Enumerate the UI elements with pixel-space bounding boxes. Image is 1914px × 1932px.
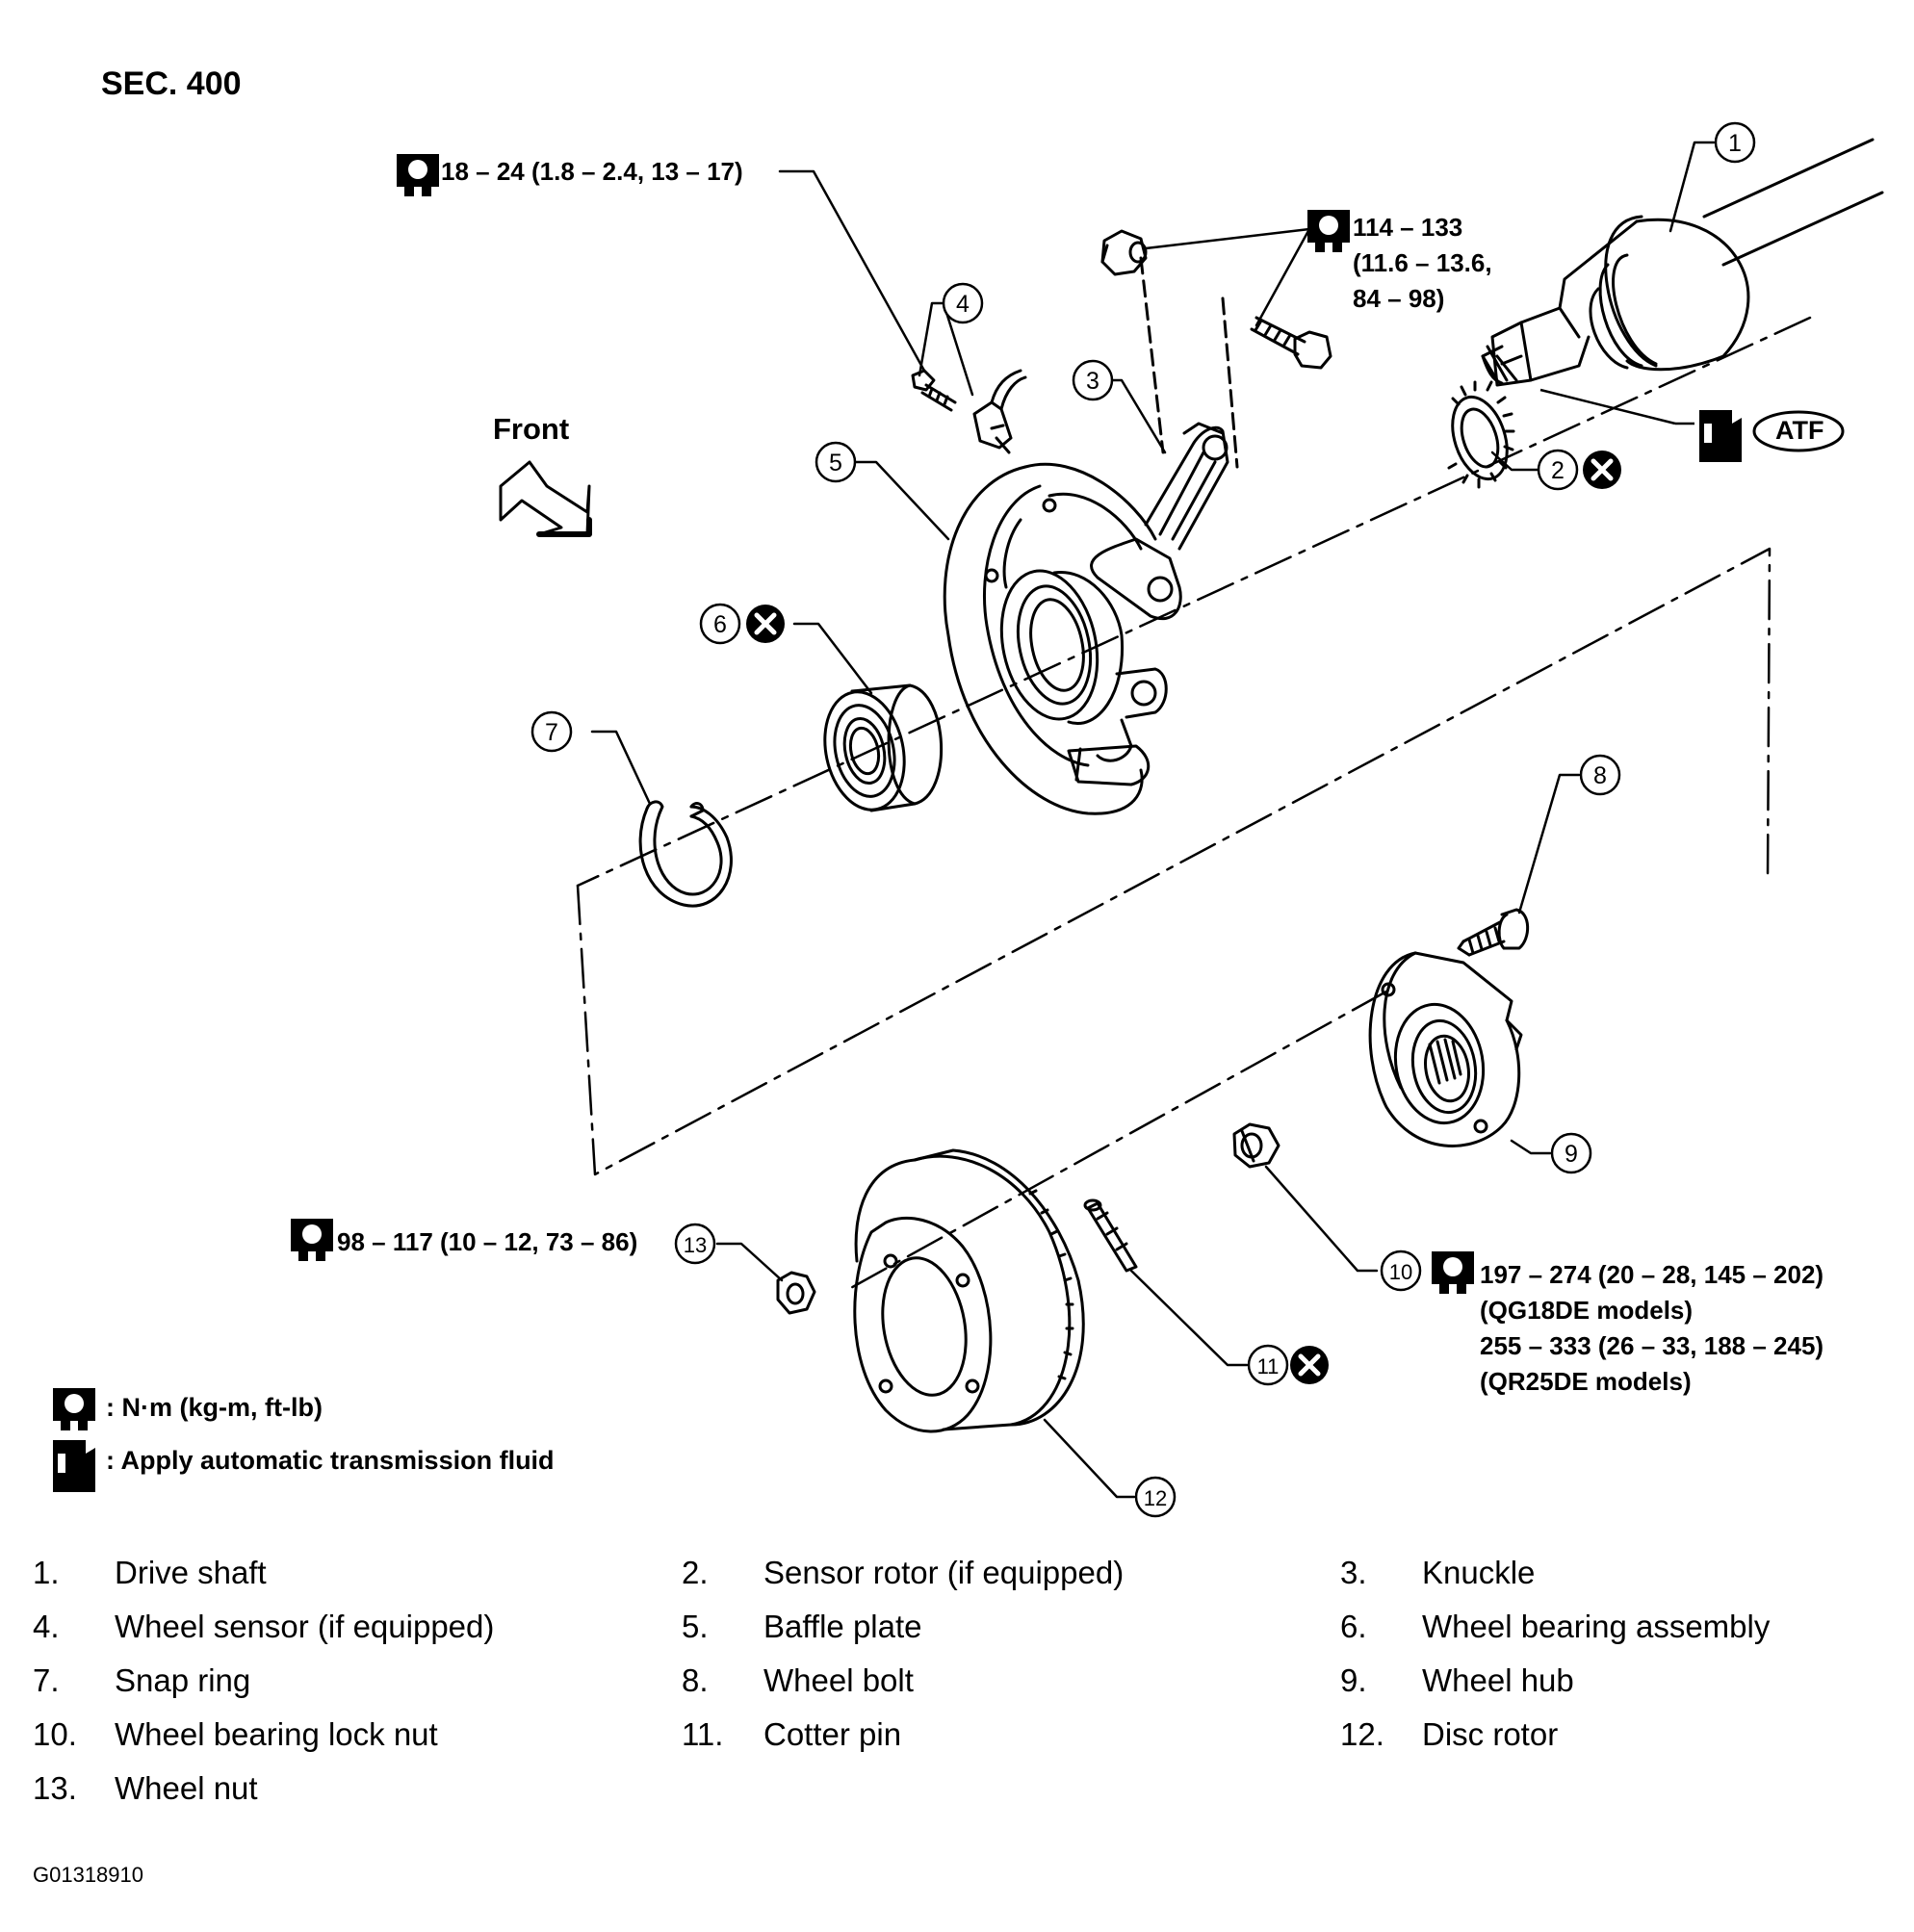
knuckle-hub-bore: [999, 569, 1125, 725]
callout-circles: [530, 121, 1756, 1518]
drive-shaft: [1481, 138, 1884, 387]
leader-lines: [590, 141, 1716, 1499]
callout-7: 7: [545, 719, 558, 746]
knuckle-nut: [1100, 229, 1148, 276]
legend-fluid: : Apply automatic transmission fluid: [106, 1446, 555, 1475]
atf-badge: [1752, 410, 1845, 452]
callout-13: 13: [684, 1233, 707, 1257]
callout-9: 9: [1565, 1141, 1578, 1168]
assembly-frame: [576, 547, 1772, 1176]
callout-5: 5: [829, 450, 842, 477]
torque-lock-nut-line-1: 197 – 274 (20 – 28, 145 – 202): [1480, 1260, 1824, 1289]
fluid-can-icon: [53, 410, 1742, 1492]
callout-4: 4: [956, 291, 970, 318]
atf-label: ATF: [1775, 416, 1824, 445]
wheel-bearing-assembly: [823, 683, 943, 812]
wheel-sensor: [972, 369, 1027, 454]
front-label: Front: [493, 412, 570, 446]
callout-11: 11: [1257, 1354, 1280, 1378]
torque-knuckle-line-1: 114 – 133: [1353, 213, 1463, 242]
axis-line-lower: [845, 990, 1388, 1292]
callout-3: 3: [1086, 368, 1099, 395]
baffle-plate: [943, 462, 1157, 815]
legend-torque-unit: : N·m (kg-m, ft-lb): [106, 1393, 323, 1422]
sensor-rotor: [1447, 380, 1515, 489]
torque-knuckle-line-3: 84 – 98): [1353, 284, 1445, 313]
torque-wheel-nut: 98 – 117 (10 – 12, 73 – 86): [337, 1227, 638, 1256]
front-arrow-icon: [499, 460, 592, 537]
knuckle: [1090, 422, 1229, 762]
callout-6: 6: [713, 611, 727, 638]
disc-rotor: [853, 1148, 1085, 1433]
torque-lock-nut-line-4: (QR25DE models): [1480, 1367, 1692, 1396]
torque-knuckle-line-2: (11.6 – 13.6,: [1353, 248, 1492, 277]
torque-wheel-sensor: 18 – 24 (1.8 – 2.4, 13 – 17): [441, 157, 743, 186]
wheel-nut: [776, 1271, 816, 1315]
torque-lock-nut-line-3: 255 – 333 (26 – 33, 188 – 245): [1480, 1331, 1824, 1360]
knuckle-bolt: [1250, 316, 1332, 370]
no-reuse-icon: [746, 451, 1621, 1384]
snap-ring: [638, 800, 733, 908]
torque-lock-nut-line-2: (QG18DE models): [1480, 1296, 1694, 1325]
wheel-hub: [1368, 951, 1523, 1147]
axis-line-upper: [576, 316, 1812, 888]
wheel-bolt: [1457, 908, 1530, 957]
figure-id: G01318910: [33, 1863, 143, 1887]
wheel-bearing-lock-nut: [1232, 1122, 1280, 1169]
section-title: SEC. 400: [101, 65, 242, 102]
callout-12: 12: [1144, 1486, 1167, 1510]
callout-2: 2: [1551, 457, 1565, 484]
parts-list: 1.Drive shaft 2.Sensor rotor (if equippe…: [33, 1555, 1771, 1806]
callout-10: 10: [1389, 1260, 1412, 1284]
cotter-pin: [1083, 1198, 1138, 1273]
torque-wrench-icon: [53, 154, 1474, 1430]
wheel-sensor-bolt: [911, 369, 957, 412]
callout-8: 8: [1593, 762, 1607, 789]
callout-1: 1: [1728, 130, 1742, 157]
